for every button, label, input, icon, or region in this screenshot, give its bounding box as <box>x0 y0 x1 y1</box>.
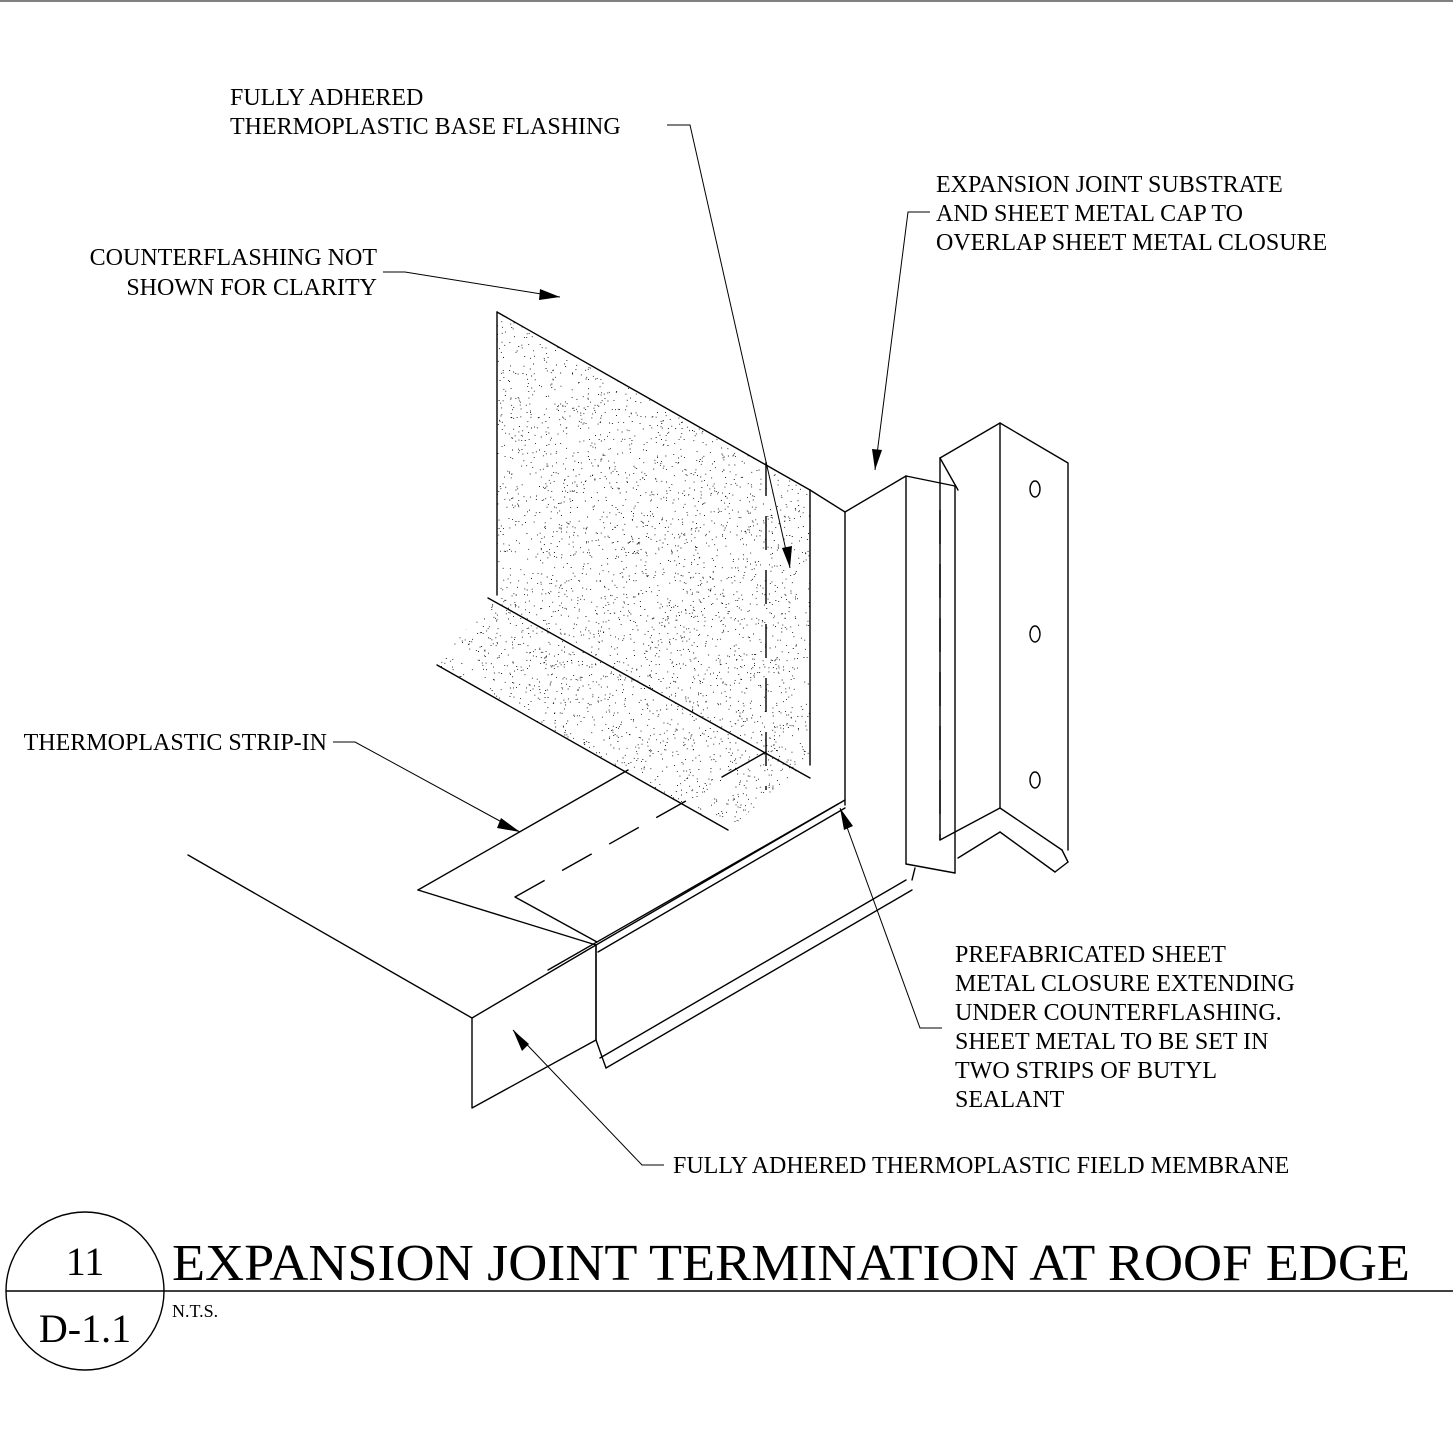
note-substrate-cap-line-1: EXPANSION JOINT SUBSTRATE <box>936 172 1283 198</box>
roof-field-membrane <box>187 803 839 1109</box>
sheet-number: D-1.1 <box>39 1306 131 1351</box>
note-substrate-cap-line-3: OVERLAP SHEET METAL CLOSURE <box>936 230 1327 256</box>
note-strip-in: THERMOPLASTIC STRIP-IN <box>24 730 327 756</box>
scale-note: N.T.S. <box>172 1301 218 1321</box>
note-counterflashing: COUNTERFLASHING NOT SHOWN FOR CLARITY <box>90 245 378 301</box>
note-closure-line-6: SEALANT <box>955 1087 1065 1113</box>
leaders <box>333 124 942 1166</box>
detail-title: EXPANSION JOINT TERMINATION AT ROOF EDGE <box>172 1235 1410 1292</box>
note-field-membrane: FULLY ADHERED THERMOPLASTIC FIELD MEMBRA… <box>673 1153 1289 1179</box>
note-counterflashing-line-2: SHOWN FOR CLARITY <box>126 275 377 301</box>
wall-base-flashing <box>436 311 846 831</box>
note-counterflashing-line-1: COUNTERFLASHING NOT <box>90 245 378 271</box>
note-base-flashing-line-2: THERMOPLASTIC BASE FLASHING <box>230 114 621 140</box>
note-closure-line-5: TWO STRIPS OF BUTYL <box>955 1058 1217 1084</box>
detail-number: 11 <box>66 1239 105 1284</box>
expansion-joint-cap <box>939 422 1069 873</box>
sheet-metal-closure <box>595 475 956 1069</box>
note-base-flashing: FULLY ADHERED THERMOPLASTIC BASE FLASHIN… <box>230 85 621 140</box>
note-base-flashing-line-1: FULLY ADHERED <box>230 85 423 111</box>
note-substrate-cap-line-2: AND SHEET METAL CAP TO <box>936 201 1243 227</box>
note-closure: PREFABRICATED SHEET METAL CLOSURE EXTEND… <box>955 942 1295 1113</box>
note-closure-line-2: METAL CLOSURE EXTENDING <box>955 971 1295 997</box>
stipple-dots <box>437 312 810 830</box>
base-flashing-stipple <box>437 312 810 830</box>
note-closure-line-3: UNDER COUNTERFLASHING. <box>955 1000 1282 1026</box>
note-closure-line-4: SHEET METAL TO BE SET IN <box>955 1029 1268 1055</box>
note-substrate-cap: EXPANSION JOINT SUBSTRATE AND SHEET META… <box>936 172 1327 256</box>
note-closure-line-1: PREFABRICATED SHEET <box>955 942 1226 968</box>
strip-in <box>417 769 701 946</box>
title-block: 11 D-1.1 EXPANSION JOINT TERMINATION AT … <box>5 1211 1453 1371</box>
